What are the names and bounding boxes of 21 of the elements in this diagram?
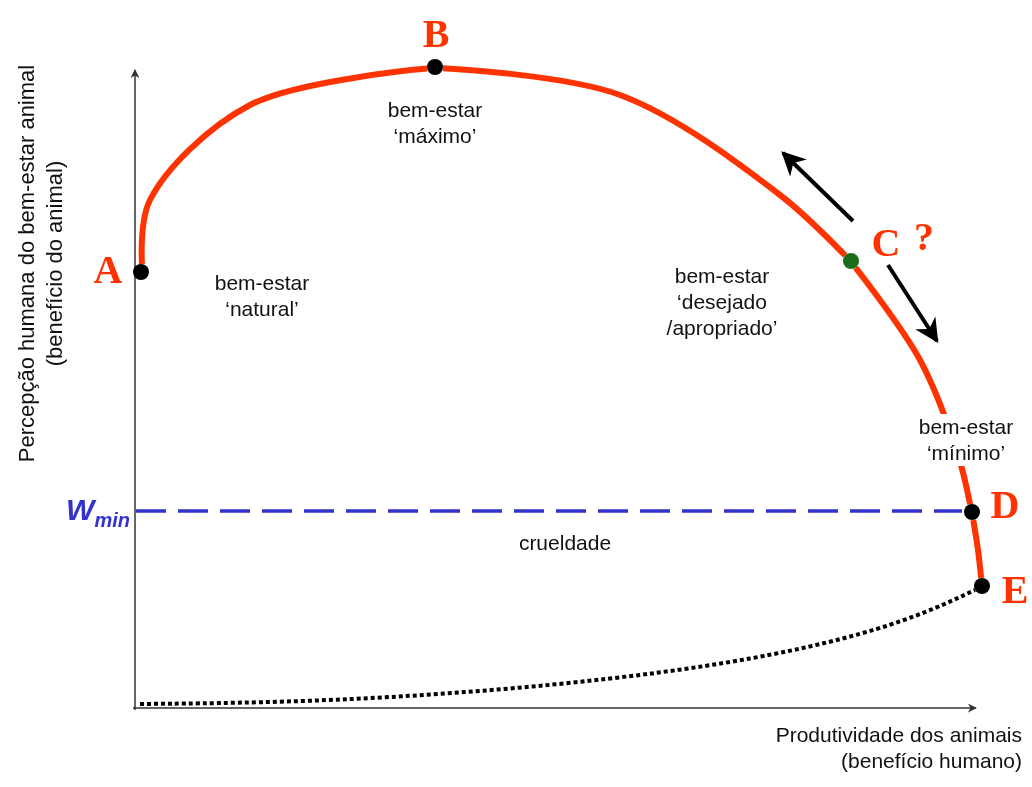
curve-label: bem-estar ‘máximo’ [386,96,484,149]
region-label: crueldade [517,529,613,556]
curve-segment [970,519,985,579]
curve-segment [442,65,848,258]
curve-label: bem-estar ‘desejado /apropriado’ [665,262,779,342]
point-marker [133,264,149,280]
point-label: ? [914,217,934,257]
point-marker [427,59,443,75]
axis-title: Percepção humana do bem-estar animal (benefício do animal) [12,63,68,464]
curve-segment [138,65,428,265]
point-label: C [871,223,901,263]
point-marker [843,253,859,269]
threshold-label: W$_{min}$ [66,494,130,530]
point-marker [964,504,980,520]
axis-title: Produtividade dos animais (benefício humano) [774,721,1022,774]
point-marker [974,578,990,594]
point-label: E [1001,570,1029,610]
point-label: D [990,485,1020,525]
point-label: A [93,250,123,290]
curve-label: bem-estar ‘natural’ [213,269,311,322]
point-label: B [422,14,450,54]
